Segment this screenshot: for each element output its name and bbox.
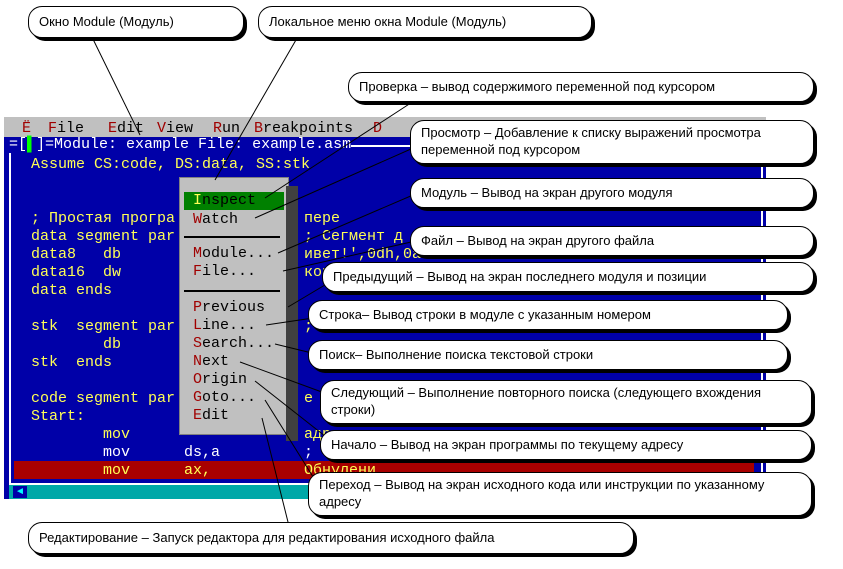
menu-item-label: ext (202, 353, 230, 370)
menu-run[interactable]: Run (213, 120, 241, 137)
callout-origin: Начало – Вывод на экран программы по тек… (320, 430, 812, 460)
code-line-tail: пере (304, 210, 341, 227)
callout-inspect: Проверка – вывод содержимого переменной … (348, 72, 814, 102)
menu-item-label: earch... (202, 335, 275, 352)
menu-shadow (286, 186, 298, 441)
menu-item-label: oto... (202, 389, 257, 406)
menu-item-watch[interactable]: Watch (193, 211, 238, 229)
code-line: data8 db (31, 246, 122, 263)
menu-item-label: dit (202, 407, 230, 424)
menu-item-label: atch (202, 211, 239, 228)
callout-local-menu: Локальное меню окна Module (Модуль) (258, 6, 592, 38)
code-line: ; Простая програ (31, 210, 176, 227)
menu-item-edit[interactable]: Edit (193, 407, 229, 425)
menu-item-next[interactable]: Next (193, 353, 229, 371)
menu-item-hotkey: G (193, 389, 203, 406)
code-line: stk segment par (31, 318, 176, 335)
callout-module-window: Окно Module (Модуль) (28, 6, 244, 38)
callout-previous: Предыдущий – Вывод на экран последнего м… (322, 262, 814, 292)
callout-edit: Редактирование – Запуск редактора для ре… (28, 522, 634, 554)
menu-item-file[interactable]: File... (193, 263, 256, 281)
code-line: code segment par (31, 390, 176, 407)
menu-item-goto[interactable]: Goto... (193, 389, 256, 407)
code-line: mov ds,a (31, 444, 221, 461)
menu-view[interactable]: View (157, 120, 194, 137)
menu-item-label: revious (202, 299, 266, 316)
code-line: data16 dw (31, 264, 122, 281)
callout-next: Следующий – Выполнение повторного поиска… (320, 380, 812, 424)
callout-goto: Переход – Вывод на экран исходного кода … (308, 472, 812, 516)
menu-item-hotkey: O (193, 371, 203, 388)
menu-item-inspect[interactable]: Inspect (184, 192, 284, 210)
menu-edit[interactable]: Edit (108, 120, 145, 137)
menu-item-hotkey: N (193, 353, 203, 370)
menu-item-module[interactable]: Module... (193, 245, 274, 263)
scroll-left-arrow-icon[interactable]: ◄ (13, 486, 27, 498)
menu-item-hotkey: S (193, 335, 203, 352)
callout-line: Строка– Вывод строки в модуле с указанны… (308, 300, 788, 330)
callout-watch: Просмотр – Добавление к списку выражений… (410, 120, 814, 164)
code-line: data segment par (31, 228, 176, 245)
menu-item-hotkey: F (193, 263, 203, 280)
code-line: Start: (31, 408, 86, 425)
code-line: data ends (31, 282, 113, 299)
code-line-tail: е (304, 390, 314, 407)
menu-item-label: ile... (202, 263, 257, 280)
code-line: stk ends (31, 354, 113, 371)
menu-item-hotkey: I (193, 192, 203, 209)
menu-item-label: ine... (202, 317, 257, 334)
menu-data[interactable]: D (373, 120, 383, 137)
window-title[interactable]: =[▌]=Module: example File: example.asm (9, 136, 352, 153)
menu-breakpoints[interactable]: Breakpoints (254, 120, 354, 137)
menu-item-label: rigin (202, 371, 248, 388)
code-line: Assume CS:code, DS:data, SS:stk (31, 156, 311, 173)
code-line-tail: ; Сегмент д (304, 228, 404, 245)
callout-search: Поиск– Выполнение поиска текстовой строк… (308, 340, 788, 370)
code-line: db (31, 336, 122, 353)
code-line: mov ax, (31, 462, 212, 479)
menu-item-hotkey: L (193, 317, 203, 334)
menu-item-hotkey: W (193, 211, 203, 228)
menu-item-origin[interactable]: Origin (193, 371, 247, 389)
menu-item-hotkey: E (193, 407, 203, 424)
menu-item-line[interactable]: Line... (193, 317, 256, 335)
menu-separator (184, 236, 280, 238)
menu-item-hotkey: M (193, 245, 203, 262)
menu-file[interactable]: File (48, 120, 85, 137)
menu-item-label: odule... (202, 245, 275, 262)
callout-file: Файл – Вывод на экран другого файла (410, 226, 814, 256)
menu-item-hotkey: P (193, 299, 203, 316)
callout-module: Модуль – Вывод на экран другого модуля (410, 178, 814, 208)
close-box-icon[interactable]: ▌ (27, 136, 37, 153)
menu-system[interactable]: Ё (22, 120, 32, 137)
code-line: mov (31, 426, 131, 443)
menu-separator (184, 290, 280, 292)
menu-item-label: nspect (202, 192, 257, 209)
menu-item-search[interactable]: Search... (193, 335, 274, 353)
menu-item-previous[interactable]: Previous (193, 299, 265, 317)
